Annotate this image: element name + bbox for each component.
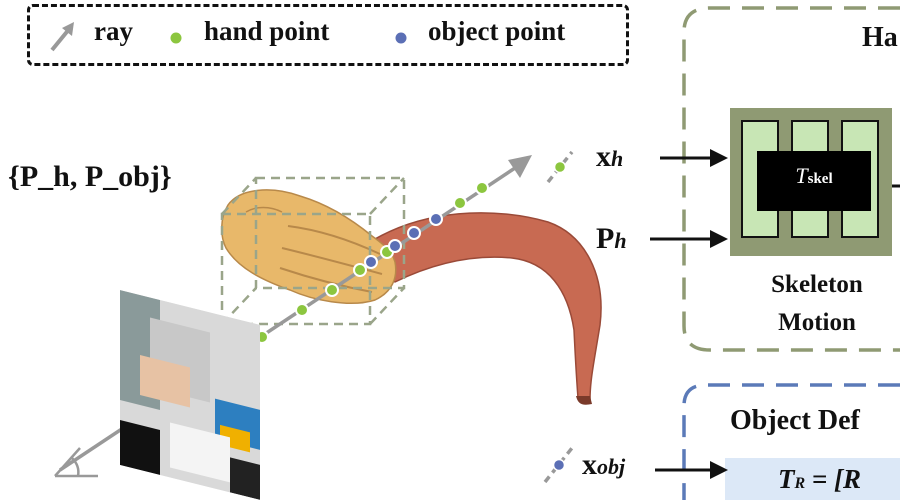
skeleton-module-subscript: skel — [807, 171, 833, 187]
object-branch-box — [682, 383, 900, 500]
skeleton-caption-line2: Motion — [778, 309, 856, 336]
x-h-label: xh — [596, 140, 623, 174]
legend-ray-label: ray — [94, 16, 133, 46]
x-h-symbol: x — [596, 140, 611, 173]
skeleton-module-symbol: T — [795, 163, 808, 188]
x-h-arrow — [660, 149, 728, 167]
legend-object-point-icon — [395, 32, 407, 44]
x-obj-arrow — [655, 461, 728, 479]
skeleton-caption-line1: Skeleton — [771, 271, 863, 298]
p-h-label: Ph — [596, 222, 627, 256]
input-set-text: {P_h, P_obj} — [8, 160, 172, 193]
object-branch-title: Object Def — [730, 405, 860, 436]
x-h-subscript: h — [611, 146, 624, 171]
x-obj-symbol: x — [582, 448, 597, 481]
ray-sample-points — [181, 181, 489, 393]
camera-eye-icon — [54, 447, 98, 478]
legend-ray-icon — [50, 22, 74, 52]
camera-image-content — [120, 290, 260, 500]
x-h-ray-icon — [546, 150, 574, 184]
x-obj-subscript: obj — [597, 454, 626, 479]
skeleton-motion-caption: Skeleton Motion — [742, 266, 892, 342]
p-h-arrow — [650, 230, 728, 248]
camera-image-plane — [120, 290, 260, 500]
banana-stem — [576, 396, 592, 405]
skeleton-module — [730, 108, 892, 256]
object-formula: TR = [R — [778, 464, 861, 495]
p-h-symbol: P — [596, 222, 615, 255]
hand-branch-title: Ha — [862, 22, 898, 53]
x-obj-label: xobj — [582, 448, 625, 482]
legend-box — [27, 4, 629, 66]
object-formula-subscript: R — [794, 475, 806, 492]
x-obj-ray-icon — [543, 446, 574, 484]
input-set-label: {P_h, P_obj} — [8, 160, 172, 194]
hand-branch-box — [682, 6, 900, 352]
skeleton-module-label: Tskel — [757, 163, 871, 189]
legend-hand-point-icon — [170, 32, 182, 44]
object-formula-rest: = [R — [805, 464, 862, 494]
object-formula-background — [725, 458, 900, 500]
legend-hand-point-label: hand point — [204, 16, 330, 46]
object-formula-symbol: T — [778, 464, 795, 494]
p-h-subscript: h — [614, 228, 627, 253]
legend-object-point-label: object point — [428, 16, 566, 46]
